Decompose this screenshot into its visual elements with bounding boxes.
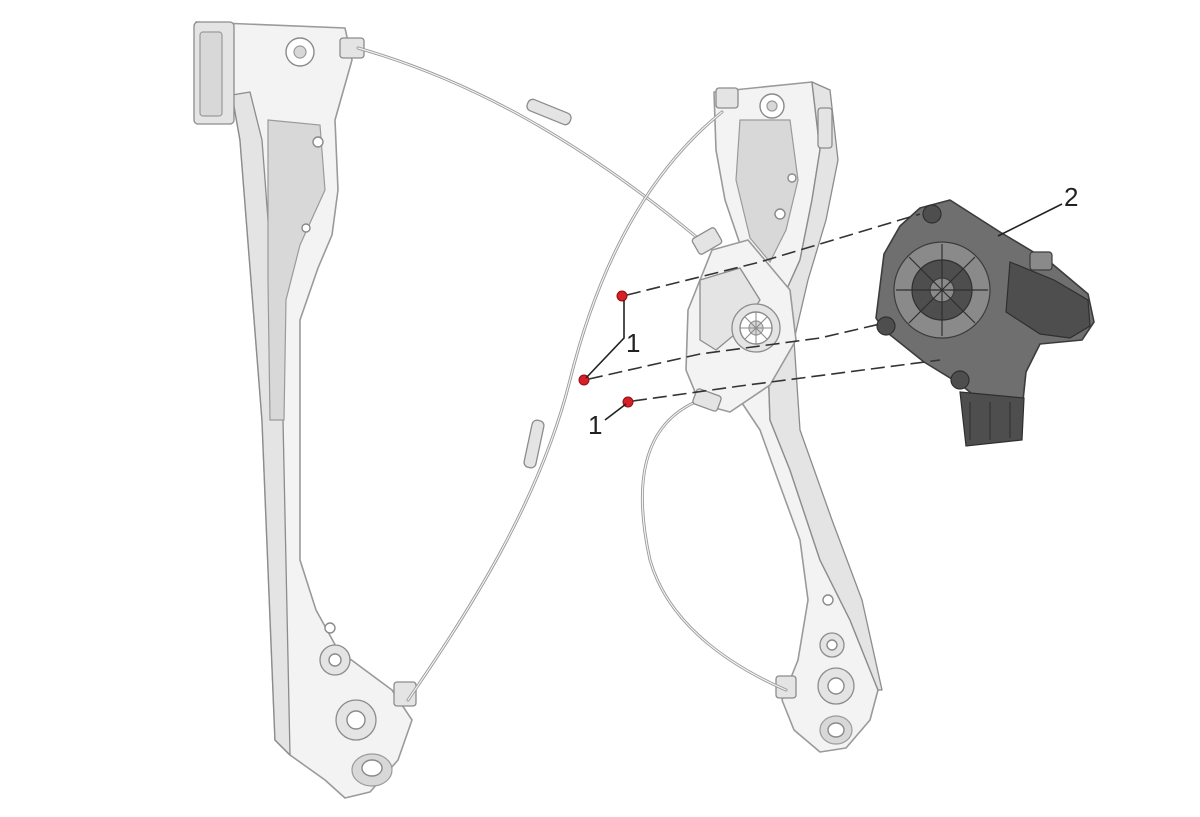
- motor-fasteners: [578, 290, 634, 408]
- drive-cables: [356, 46, 788, 702]
- window-motor: [875, 199, 1095, 447]
- callout-label-motor: 2: [1064, 182, 1078, 212]
- cable-drum-housing: [685, 227, 797, 413]
- alignment-leader-lines: [588, 213, 941, 402]
- left-guide-rail: [193, 21, 417, 799]
- callout-label-fastener-upper: 1: [626, 328, 640, 358]
- callout-lines: [585, 203, 1063, 421]
- right-guide-rail: [713, 81, 883, 753]
- callout-label-fastener-lower: 1: [588, 410, 602, 440]
- fastener-upper-bolt: [616, 290, 628, 302]
